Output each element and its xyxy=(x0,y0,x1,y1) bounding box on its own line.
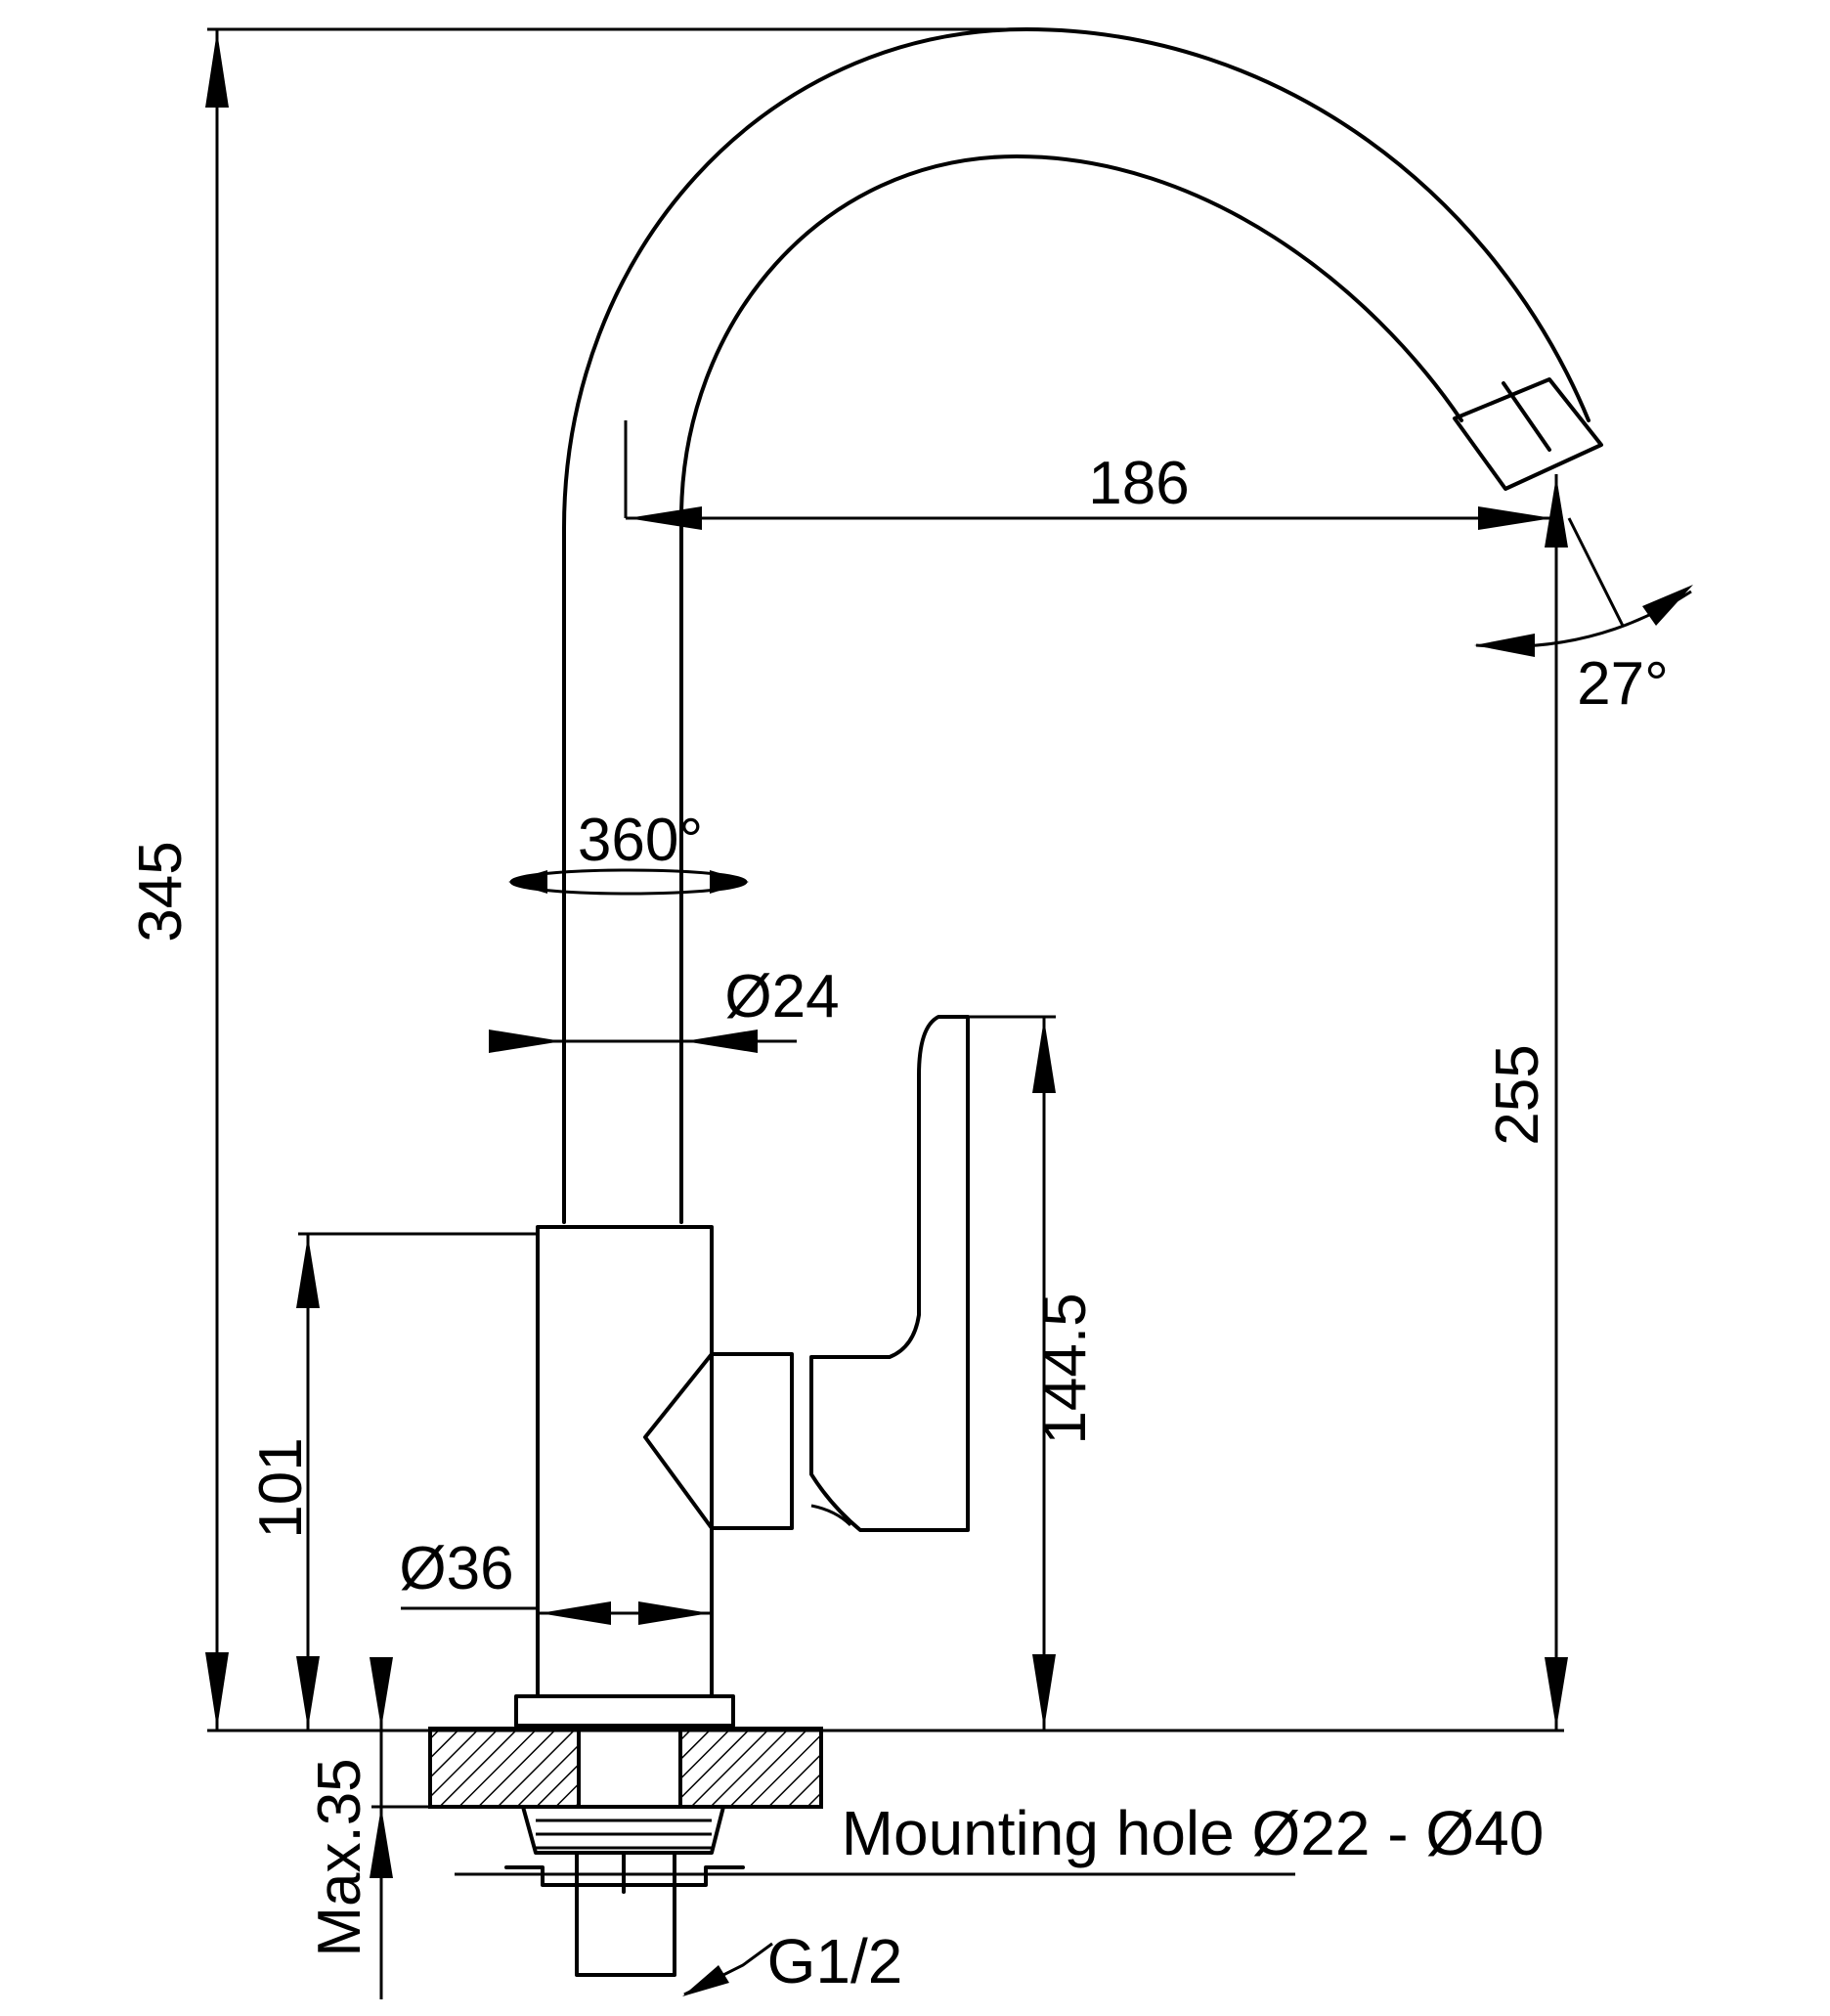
body-diameter-arrow-right xyxy=(638,1601,710,1625)
lever-handle xyxy=(809,1015,970,1532)
spout-diameter-label: Ø24 xyxy=(724,963,839,1030)
mounting-hole-note: Mounting hole Ø22 - Ø40 xyxy=(842,1798,1545,1868)
dimension-labels: 345 186 255 27° 360° Ø24 144.5 101 Ø36 M… xyxy=(127,450,1669,1996)
total-height-label: 345 xyxy=(127,841,195,942)
aerator xyxy=(1453,377,1603,491)
dimension-lines xyxy=(205,27,1693,1999)
spout-diameter-arrow-left xyxy=(489,1030,562,1053)
spout-inner-contour xyxy=(679,154,1463,1224)
spout-height-arrow-top xyxy=(1545,476,1568,548)
total-height-arrow-top xyxy=(205,31,229,108)
spout-swivel-label: 360° xyxy=(578,807,703,874)
lever-height-arrow-bottom xyxy=(1032,1654,1056,1729)
lever-base-curve xyxy=(810,1504,852,1527)
base-ring xyxy=(514,1694,735,1728)
tilt-arrow-right xyxy=(1642,585,1693,626)
aerator-detail xyxy=(1502,381,1551,452)
supply-connector xyxy=(575,1851,676,1977)
swivel-arrow-right xyxy=(710,870,749,894)
deck-thickness-arrow-bottom xyxy=(370,1807,393,1878)
total-height-arrow-bottom xyxy=(205,1652,229,1729)
spout-tilt-label: 27° xyxy=(1577,650,1669,718)
thread-note: G1/2 xyxy=(767,1926,903,1996)
body-height-label: 101 xyxy=(247,1437,315,1538)
lever-height-label: 144.5 xyxy=(1031,1293,1099,1444)
deck-thickness-label: Max.35 xyxy=(306,1758,373,1956)
spout-reach-label: 186 xyxy=(1088,450,1189,517)
fixing-nut xyxy=(521,1805,725,1855)
body-height-arrow-top xyxy=(296,1236,320,1308)
cartridge-boss xyxy=(643,1352,794,1530)
reach-arrow-right xyxy=(1478,506,1552,530)
body-height-arrow-bottom xyxy=(296,1656,320,1729)
lever-height-arrow-top xyxy=(1032,1019,1056,1093)
tilt-reference-line xyxy=(1567,517,1625,627)
body-diameter-label: Ø36 xyxy=(399,1535,513,1602)
body-diameter-arrow-left xyxy=(540,1601,611,1625)
mixer-body xyxy=(536,1225,714,1698)
mounting-shank xyxy=(577,1727,682,1809)
swivel-arrow-left xyxy=(508,870,547,894)
spout-height-label: 255 xyxy=(1484,1044,1551,1145)
deck-thickness-arrow-top xyxy=(370,1657,393,1729)
reach-arrow-left xyxy=(628,506,702,530)
faucet-outline xyxy=(428,27,1603,1977)
spout-height-arrow-bottom xyxy=(1545,1657,1568,1729)
tilt-arrow-left xyxy=(1474,634,1535,657)
spout-diameter-arrow-right xyxy=(684,1030,758,1053)
thread-leader-arrow xyxy=(682,1965,729,1996)
